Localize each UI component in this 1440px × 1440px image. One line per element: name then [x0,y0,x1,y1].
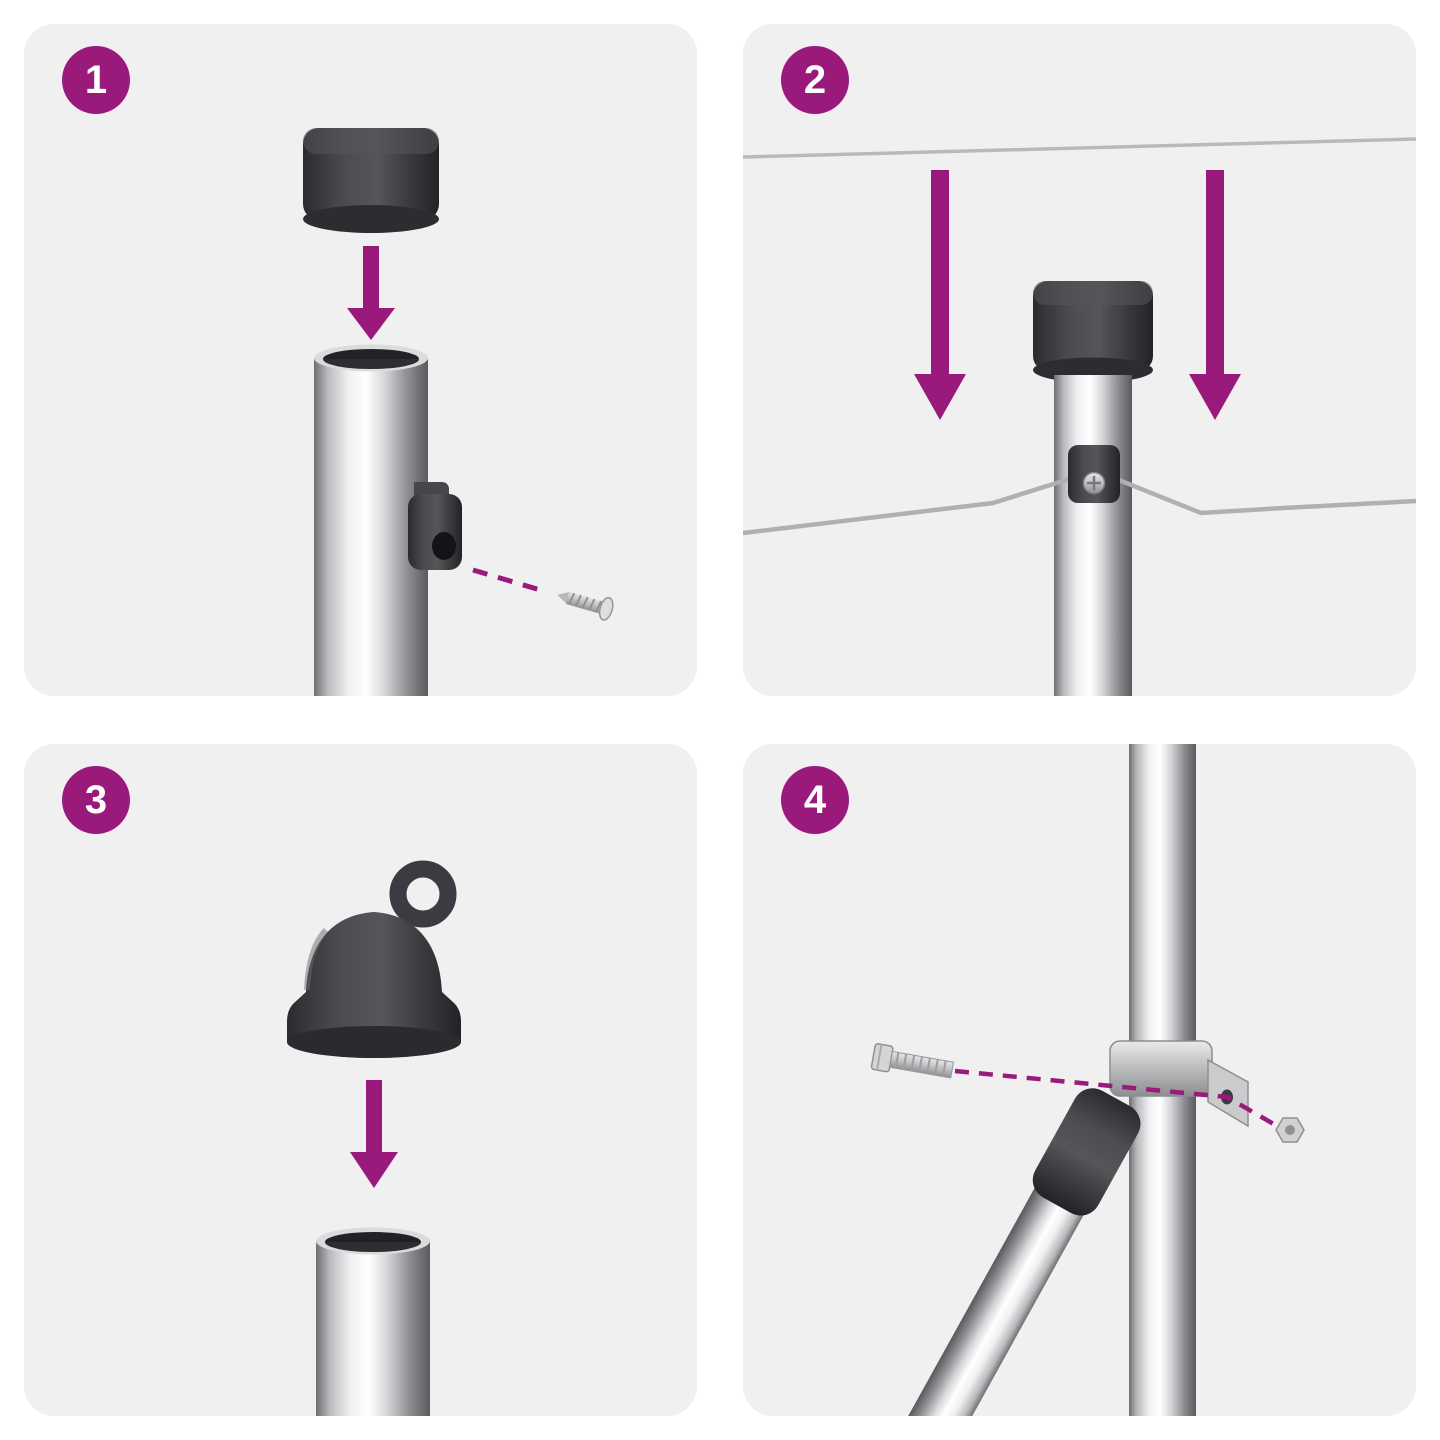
post-cap-icon [303,128,439,233]
step-panel-2: 2 [743,24,1416,696]
step-2-illustration [743,137,1416,696]
step-number-badge: 3 [62,766,130,834]
clamp-icon [1109,1040,1249,1128]
arrow-down-icon [350,1080,398,1188]
step-number-badge: 2 [781,46,849,114]
step-1-illustration [303,128,614,696]
step-panel-4: 4 [743,744,1416,1416]
step-panel-1: 1 [24,24,697,696]
eyelet-cap-icon [287,860,461,1058]
arrow-down-icon [1189,170,1241,420]
step-4-illustration [814,744,1305,1416]
arrow-down-icon [914,170,966,420]
metal-post-icon [316,1227,430,1416]
step-number-badge: 4 [781,766,849,834]
step-3-illustration [287,860,461,1416]
bolt-icon [870,1043,955,1079]
top-wire-icon [743,137,1416,159]
brace-fitting-icon [1032,1088,1141,1216]
arrow-down-icon [347,246,395,340]
line-clip-icon [408,482,462,570]
screw-icon [557,591,614,621]
guide-dashed-line [954,1068,1286,1132]
line-clip-icon [1068,445,1120,503]
brace-pole-icon [814,1088,1141,1416]
step-number-badge: 1 [62,46,130,114]
step-panel-3: 3 [24,744,697,1416]
guide-dashed-line [472,567,548,595]
nut-icon [1275,1117,1305,1143]
capped-post-icon [1033,281,1153,696]
